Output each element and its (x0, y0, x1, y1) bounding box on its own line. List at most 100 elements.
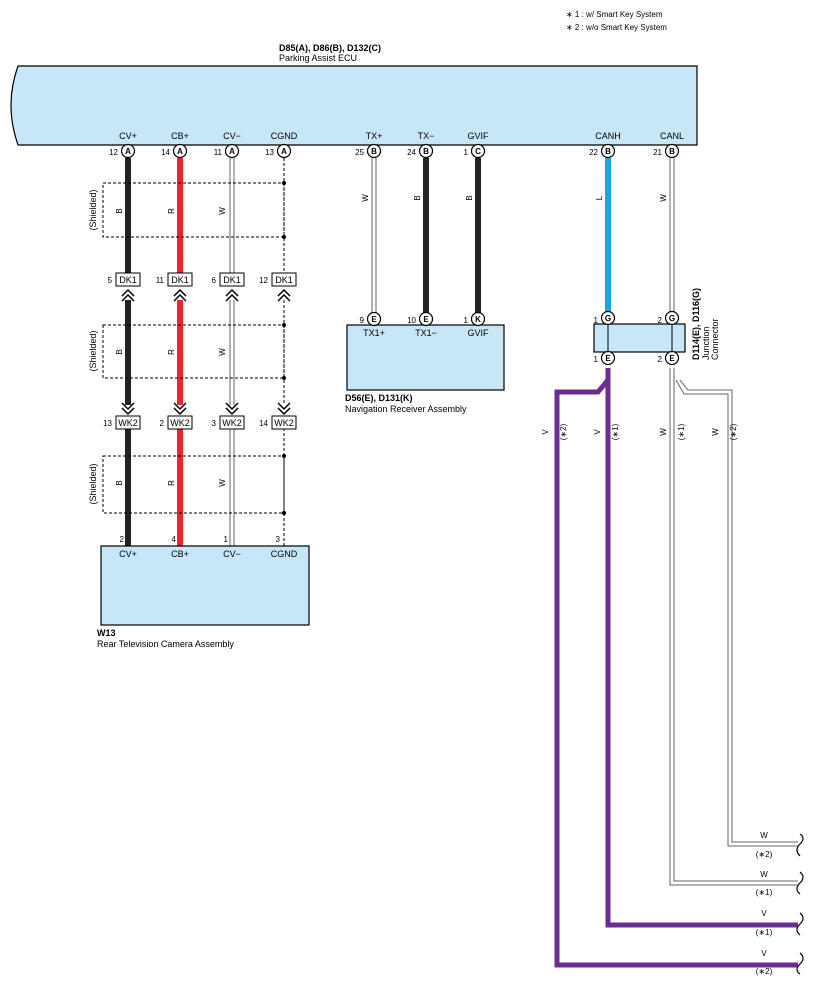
nav-pin-label: GVIF (467, 328, 489, 338)
connector-pin-circle (366, 143, 382, 159)
ecu-pin-label: CV+ (119, 131, 137, 141)
ecu-pin-number: 13 (265, 148, 274, 157)
output-note: (∗1) (756, 888, 773, 897)
camera-name: Rear Television Camera Assembly (97, 639, 234, 649)
connector-pin-circle (172, 143, 188, 159)
output-color: W (760, 831, 768, 840)
ecu-pin-number: 21 (653, 148, 662, 157)
ecu-pin-label: CGND (271, 131, 298, 141)
connector-pin-circle (224, 143, 240, 159)
camera-pin-label: CB+ (171, 549, 189, 559)
connector-letter: E (423, 315, 429, 324)
wire-color-label: W (218, 207, 227, 215)
connector-letter: B (605, 147, 611, 156)
output-note: (∗1) (756, 928, 773, 937)
camera-code: W13 (97, 628, 116, 638)
output-color: V (761, 909, 767, 918)
connector-pin-circle (600, 143, 616, 159)
junction-pin-number: 1 (594, 355, 599, 364)
junction-name: Junction (701, 326, 711, 360)
wire-color-label: W (218, 348, 227, 356)
connector-pin-circle (120, 143, 136, 159)
ecu-name: Parking Assist ECU (279, 53, 357, 63)
output-note: (∗2) (756, 850, 773, 859)
wk2-connector (115, 415, 297, 430)
wire-cv-minus (229, 158, 235, 546)
ecu-box (10, 65, 698, 146)
connector-pin-circle (664, 143, 680, 159)
wire-color-label: B (413, 195, 422, 200)
connector-letter: B (371, 147, 377, 156)
connector-letter: E (605, 354, 611, 363)
dk1-name: DK1 (171, 275, 189, 285)
connector-pin-circle (600, 350, 616, 366)
wk2-name: WK2 (274, 418, 294, 428)
note-no-smart-key: ∗ 2 : w/o Smart Key System (566, 23, 667, 32)
wire-color-label: B (465, 195, 474, 200)
continuation-brackets (796, 833, 804, 975)
junction-pin-number: 1 (594, 316, 599, 325)
wire-color-label: W (659, 194, 668, 202)
connector-pin-circle (664, 350, 680, 366)
connector-letter: A (229, 147, 235, 156)
ecu-code: D85(A), D86(B), D132(C) (279, 43, 381, 53)
connector-pin-circle (366, 311, 382, 327)
branch-note: (∗2) (729, 423, 738, 440)
wire-w-branch-1 (669, 368, 798, 886)
wire-color-label: L (595, 195, 604, 200)
connector-letter: K (475, 315, 481, 324)
branch-color-label: W (659, 428, 668, 436)
dk1-pin: 6 (212, 276, 217, 285)
ecu-pin-label: CANH (595, 131, 621, 141)
shielded-box (102, 182, 285, 514)
wk2-chevrons (121, 402, 291, 416)
camera-box (100, 545, 310, 626)
nav-name: Navigation Receiver Assembly (345, 404, 467, 414)
connector-letter: B (423, 147, 429, 156)
junction-name: Connector (710, 318, 720, 360)
connector-letter: E (669, 354, 675, 363)
branch-note: (∗1) (611, 423, 620, 440)
junction-pin-number: 2 (658, 355, 663, 364)
wk2-pin: 13 (103, 419, 112, 428)
dk1-pin: 5 (108, 276, 113, 285)
branch-note: (∗2) (559, 423, 568, 440)
wire-color-label: W (361, 194, 370, 202)
wire-color-label: B (115, 349, 124, 354)
ecu-pin-label: GVIF (467, 131, 489, 141)
ecu-pin-number: 12 (109, 148, 118, 157)
shielded-label: (Shielded) (88, 189, 98, 230)
camera-pin-label: CGND (271, 549, 298, 559)
output-color: V (761, 949, 767, 958)
wk2-pin: 3 (212, 419, 217, 428)
ecu-pin-label: CANL (660, 131, 684, 141)
wire-tx-plus (371, 158, 377, 313)
connector-letter: A (125, 147, 131, 156)
camera-pin-number: 2 (120, 535, 125, 544)
wire-v-branch-1 (605, 368, 798, 928)
ecu-pin-label: CB+ (171, 131, 189, 141)
wire-color-label: W (218, 479, 227, 487)
junction-connector-box (593, 323, 686, 353)
wire-color-label: R (167, 208, 176, 214)
nav-box (346, 324, 505, 391)
ecu-pin-number: 11 (214, 148, 223, 157)
connector-letter: E (371, 315, 377, 324)
ecu-pin-number: 14 (161, 148, 170, 157)
connector-pin-circle (418, 143, 434, 159)
connector-pin-circle (470, 143, 486, 159)
dk1-chevrons (121, 288, 291, 302)
wk2-pin: 2 (160, 419, 165, 428)
shield-drain-dot (282, 181, 286, 515)
wire-canl (669, 158, 675, 313)
camera-pin-label: CV+ (119, 549, 137, 559)
output-color: W (760, 870, 768, 879)
connector-pin-circle (276, 143, 292, 159)
connector-pin-circle (600, 310, 616, 326)
wire-color-label: B (115, 208, 124, 213)
note-smart-key: ∗ 1 : w/ Smart Key System (566, 10, 663, 19)
camera-pin-number: 1 (224, 535, 229, 544)
dk1-connector (115, 272, 297, 287)
connector-pin-circle (664, 310, 680, 326)
wk2-pin: 14 (259, 419, 268, 428)
